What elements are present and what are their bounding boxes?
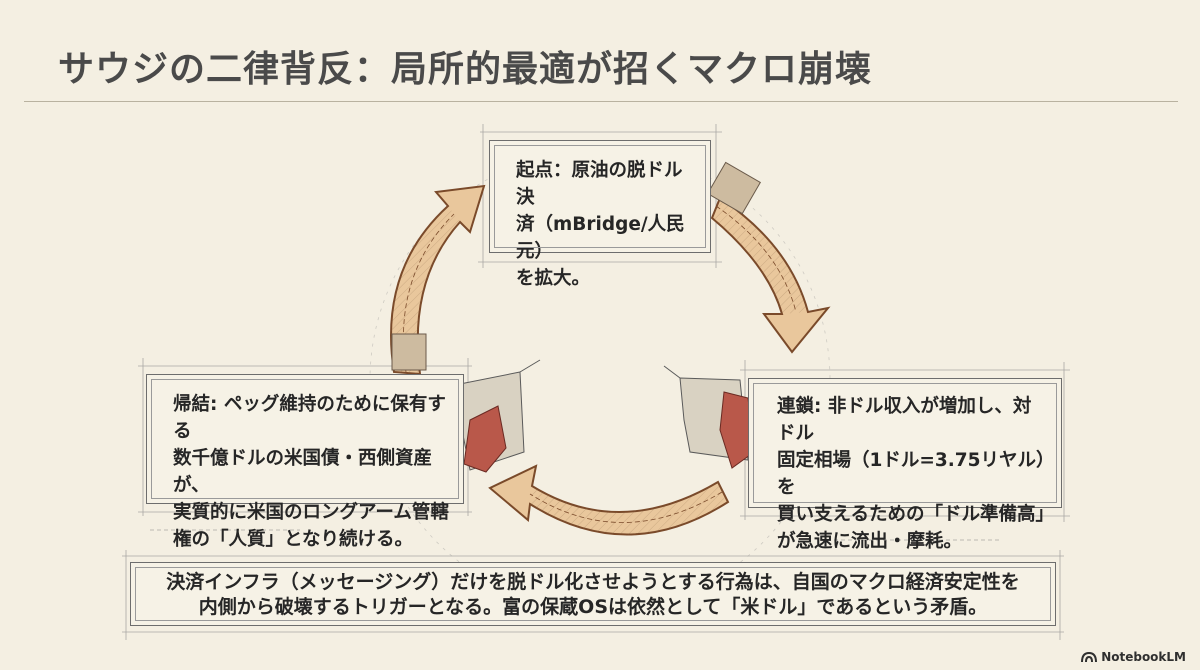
origin-node: 起点：原油の脱ドル決 済（mBridge/人民元） を拡大。 [489,140,711,289]
origin-line-2: 済（mBridge/人民元） [516,214,685,262]
cycle-arrow-3 [390,184,486,376]
chain-line-4: が急速に流出・摩耗。 [777,531,963,552]
brand-label: NotebookLM [1101,650,1186,664]
chain-line-3: 買い支えるための「ドル準備高」 [777,504,1054,525]
summary-line-1: 決済インフラ（メッセージング）だけを脱ドル化させようとする行為は、自国のマクロ経… [166,571,1020,593]
title-divider [24,101,1178,102]
cycle-arrow-2 [488,464,730,536]
chain-line-2: 固定相場（1ドル=3.75リヤル）を [777,450,1046,498]
rock-block-right [663,365,755,469]
notebooklm-logo-icon [1081,651,1098,663]
summary-box: 決済インフラ（メッセージング）だけを脱ドル化させようとする行為は、自国のマクロ経… [130,562,1056,626]
result-line-2: 数千億ドルの米国債・西側資産が、 [173,448,433,496]
cycle-arrow-1 [706,161,831,354]
blueprint-guides [122,124,1070,640]
summary-line-2: 内側から破壊するトリガーとなる。富の保蔵OSは依然として「米ドル」であるという矛… [198,596,988,618]
result-line-1: 帰結: ペッグ維持のために保有する [173,394,446,442]
result-node: 帰結: ペッグ維持のために保有する 数千億ドルの米国債・西側資産が、 実質的に米… [146,374,464,550]
chain-node: 連鎖: 非ドル収入が増加し、対ドル 固定相場（1ドル=3.75リヤル）を 買い支… [748,378,1062,552]
rock-block-left [459,359,541,473]
slide-title: サウジの二律背反：局所的最適が招くマクロ崩壊 [58,49,873,90]
notebooklm-badge: NotebookLM [1081,650,1186,664]
chain-line-1: 連鎖: 非ドル収入が増加し、対ドル [777,396,1032,444]
result-line-4: 権の「人質」となり続ける。 [173,529,413,550]
result-line-3: 実質的に米国のロングアーム管轄 [173,502,449,523]
origin-line-3: を拡大。 [516,268,591,289]
origin-line-1: 起点：原油の脱ドル決 [516,160,683,208]
